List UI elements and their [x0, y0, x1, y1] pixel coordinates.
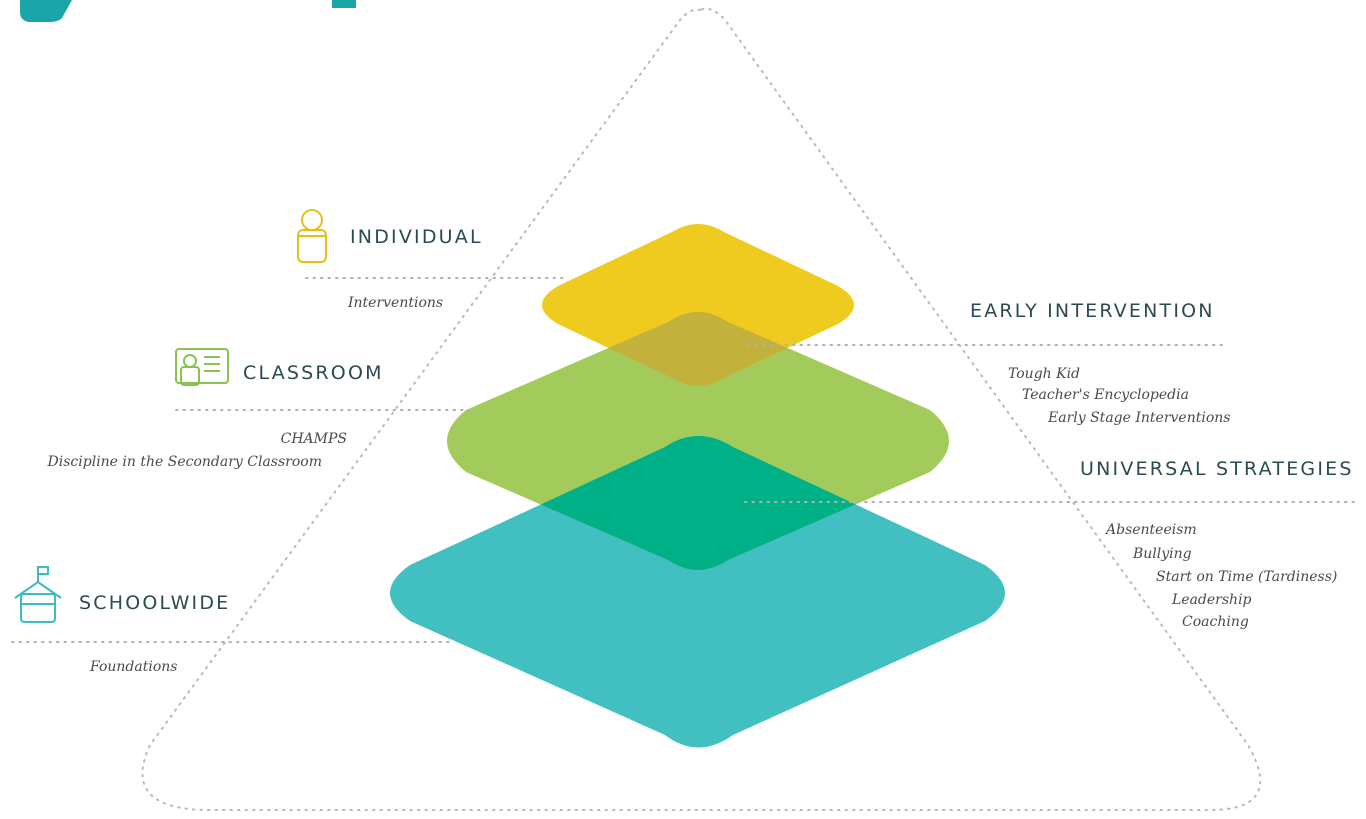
individual-item-interventions: Interventions	[348, 295, 444, 311]
schoolwide-heading: SCHOOLWIDE	[79, 592, 231, 614]
early-item-teachers-encyclopedia: Teacher's Encyclopedia	[1022, 387, 1189, 403]
early-intervention-heading: EARLY INTERVENTION	[970, 300, 1215, 322]
universal-item-absenteeism: Absenteeism	[1106, 522, 1197, 538]
early-item-early-stage-interventions: Early Stage Interventions	[1048, 410, 1231, 426]
universal-item-bullying: Bullying	[1133, 546, 1192, 562]
school-building-icon	[14, 566, 62, 623]
classroom-card-icon	[175, 348, 229, 386]
individual-heading: INDIVIDUAL	[350, 226, 483, 248]
schoolwide-layer	[390, 436, 1005, 748]
universal-item-leadership: Leadership	[1172, 592, 1252, 608]
universal-strategies-heading: UNIVERSAL STRATEGIES	[1080, 458, 1354, 480]
person-icon	[297, 209, 327, 263]
early-item-tough-kid: Tough Kid	[1008, 366, 1081, 382]
schoolwide-item-foundations: Foundations	[90, 659, 178, 675]
universal-item-coaching: Coaching	[1182, 614, 1249, 630]
classroom-item-discipline: Discipline in the Secondary Classroom	[47, 454, 322, 470]
pyramid-outline	[141, 7, 1262, 811]
classroom-heading: CLASSROOM	[243, 362, 384, 384]
header-logo-fragment	[20, 0, 356, 22]
universal-item-start-on-time: Start on Time (Tardiness)	[1156, 569, 1338, 585]
classroom-item-champs: CHAMPS	[280, 431, 347, 447]
